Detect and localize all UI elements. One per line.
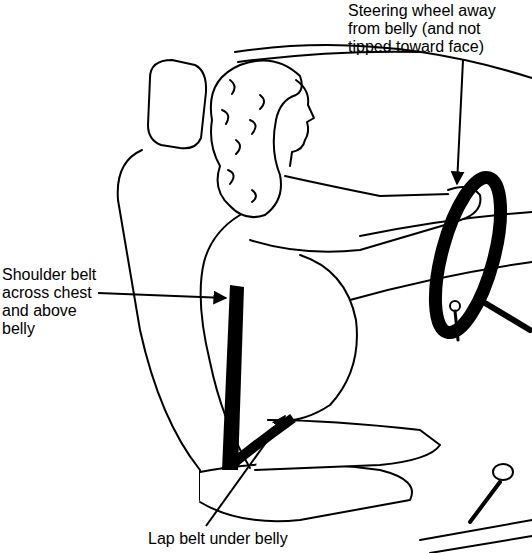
- seat-cushion: [200, 463, 412, 521]
- belly: [268, 255, 357, 421]
- arm: [285, 176, 450, 196]
- steering-wheel: [422, 171, 514, 339]
- callout-label: Shoulder belt across chest and above bel…: [2, 266, 106, 338]
- leader-line: [98, 293, 226, 298]
- hair: [211, 60, 302, 217]
- gear-stick: [470, 482, 500, 522]
- car-interior: [118, 45, 532, 553]
- face-profile: [290, 80, 314, 166]
- console-line: [420, 520, 532, 540]
- leader-line: [457, 60, 463, 184]
- steering-column: [480, 300, 530, 330]
- shoulder-belt: [222, 285, 244, 470]
- callout-label: Steering wheel away from belly (and not …: [348, 2, 520, 56]
- arm: [250, 222, 455, 252]
- console-line: [430, 536, 532, 553]
- key-ring: [450, 301, 460, 311]
- leader-line: [206, 416, 285, 526]
- leader-lines: [98, 60, 463, 526]
- gear-knob: [493, 464, 513, 480]
- headrest: [148, 60, 206, 148]
- lap-belt: [230, 418, 293, 466]
- callout-label: Lap belt under belly: [148, 530, 288, 548]
- hair-curl: [222, 80, 264, 202]
